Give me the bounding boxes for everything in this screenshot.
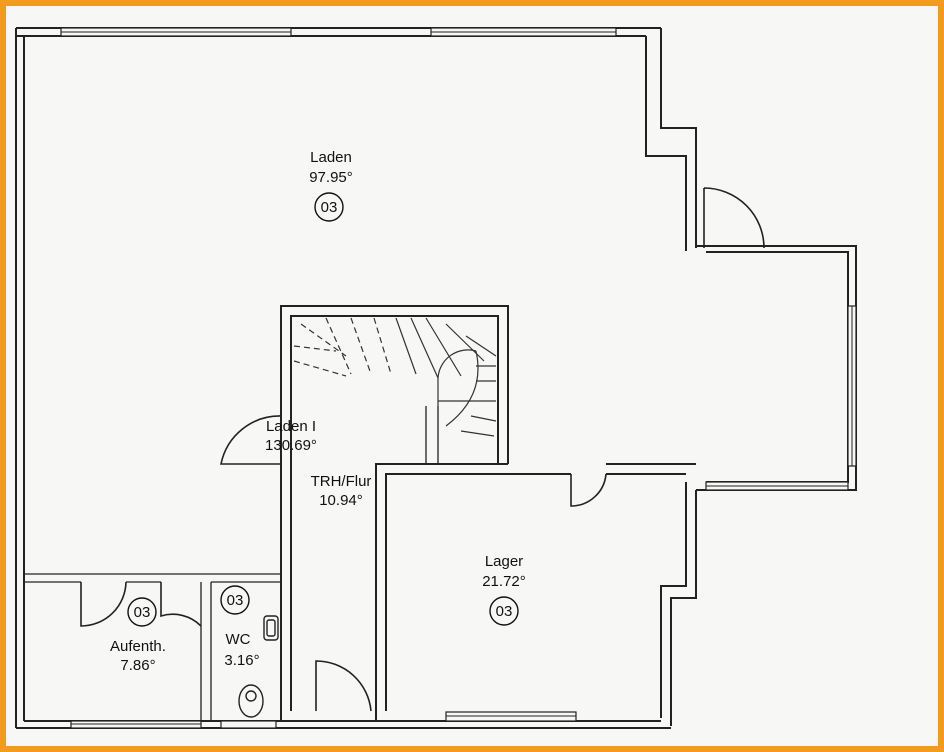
floor-plan: Laden 97.95° 03 Laden I 130.69° TRH/Flur… bbox=[15, 27, 857, 729]
room-area: 97.95° bbox=[309, 169, 353, 186]
room-name: Aufenth. bbox=[110, 638, 166, 655]
room-area: 21.72° bbox=[482, 573, 526, 590]
room-area: 130.69° bbox=[265, 437, 317, 454]
room-number: 03 bbox=[321, 199, 338, 216]
room-wc: 03 WC 3.16° bbox=[220, 585, 260, 669]
room-number-badge bbox=[314, 192, 344, 222]
room-name: Lager bbox=[485, 553, 523, 570]
interior-walls bbox=[24, 305, 696, 721]
windows bbox=[60, 27, 857, 729]
wc-fixtures bbox=[238, 615, 279, 718]
room-area: 3.16° bbox=[224, 652, 259, 669]
room-name: WC bbox=[226, 631, 251, 648]
room-name: Laden bbox=[310, 149, 352, 166]
room-name: TRH/Flur bbox=[311, 473, 372, 490]
room-area: 7.86° bbox=[120, 657, 155, 674]
room-aufenth: 03 Aufenth. 7.86° bbox=[110, 597, 166, 674]
staircase bbox=[293, 317, 497, 437]
room-number-badge bbox=[127, 597, 157, 627]
room-area: 10.94° bbox=[319, 492, 363, 509]
room-number: 03 bbox=[496, 603, 513, 620]
room-number: 03 bbox=[134, 604, 151, 621]
room-lager: Lager 21.72° 03 bbox=[482, 553, 526, 626]
room-trh-flur: TRH/Flur 10.94° bbox=[311, 473, 372, 509]
room-name: Laden I bbox=[266, 418, 316, 435]
room-number-badge bbox=[489, 596, 519, 626]
room-laden: Laden 97.95° 03 bbox=[309, 149, 353, 222]
doors bbox=[80, 187, 765, 712]
room-number: 03 bbox=[227, 592, 244, 609]
room-laden-total: Laden I 130.69° bbox=[265, 418, 317, 454]
room-number-badge bbox=[220, 585, 250, 615]
exterior-walls bbox=[15, 27, 857, 729]
